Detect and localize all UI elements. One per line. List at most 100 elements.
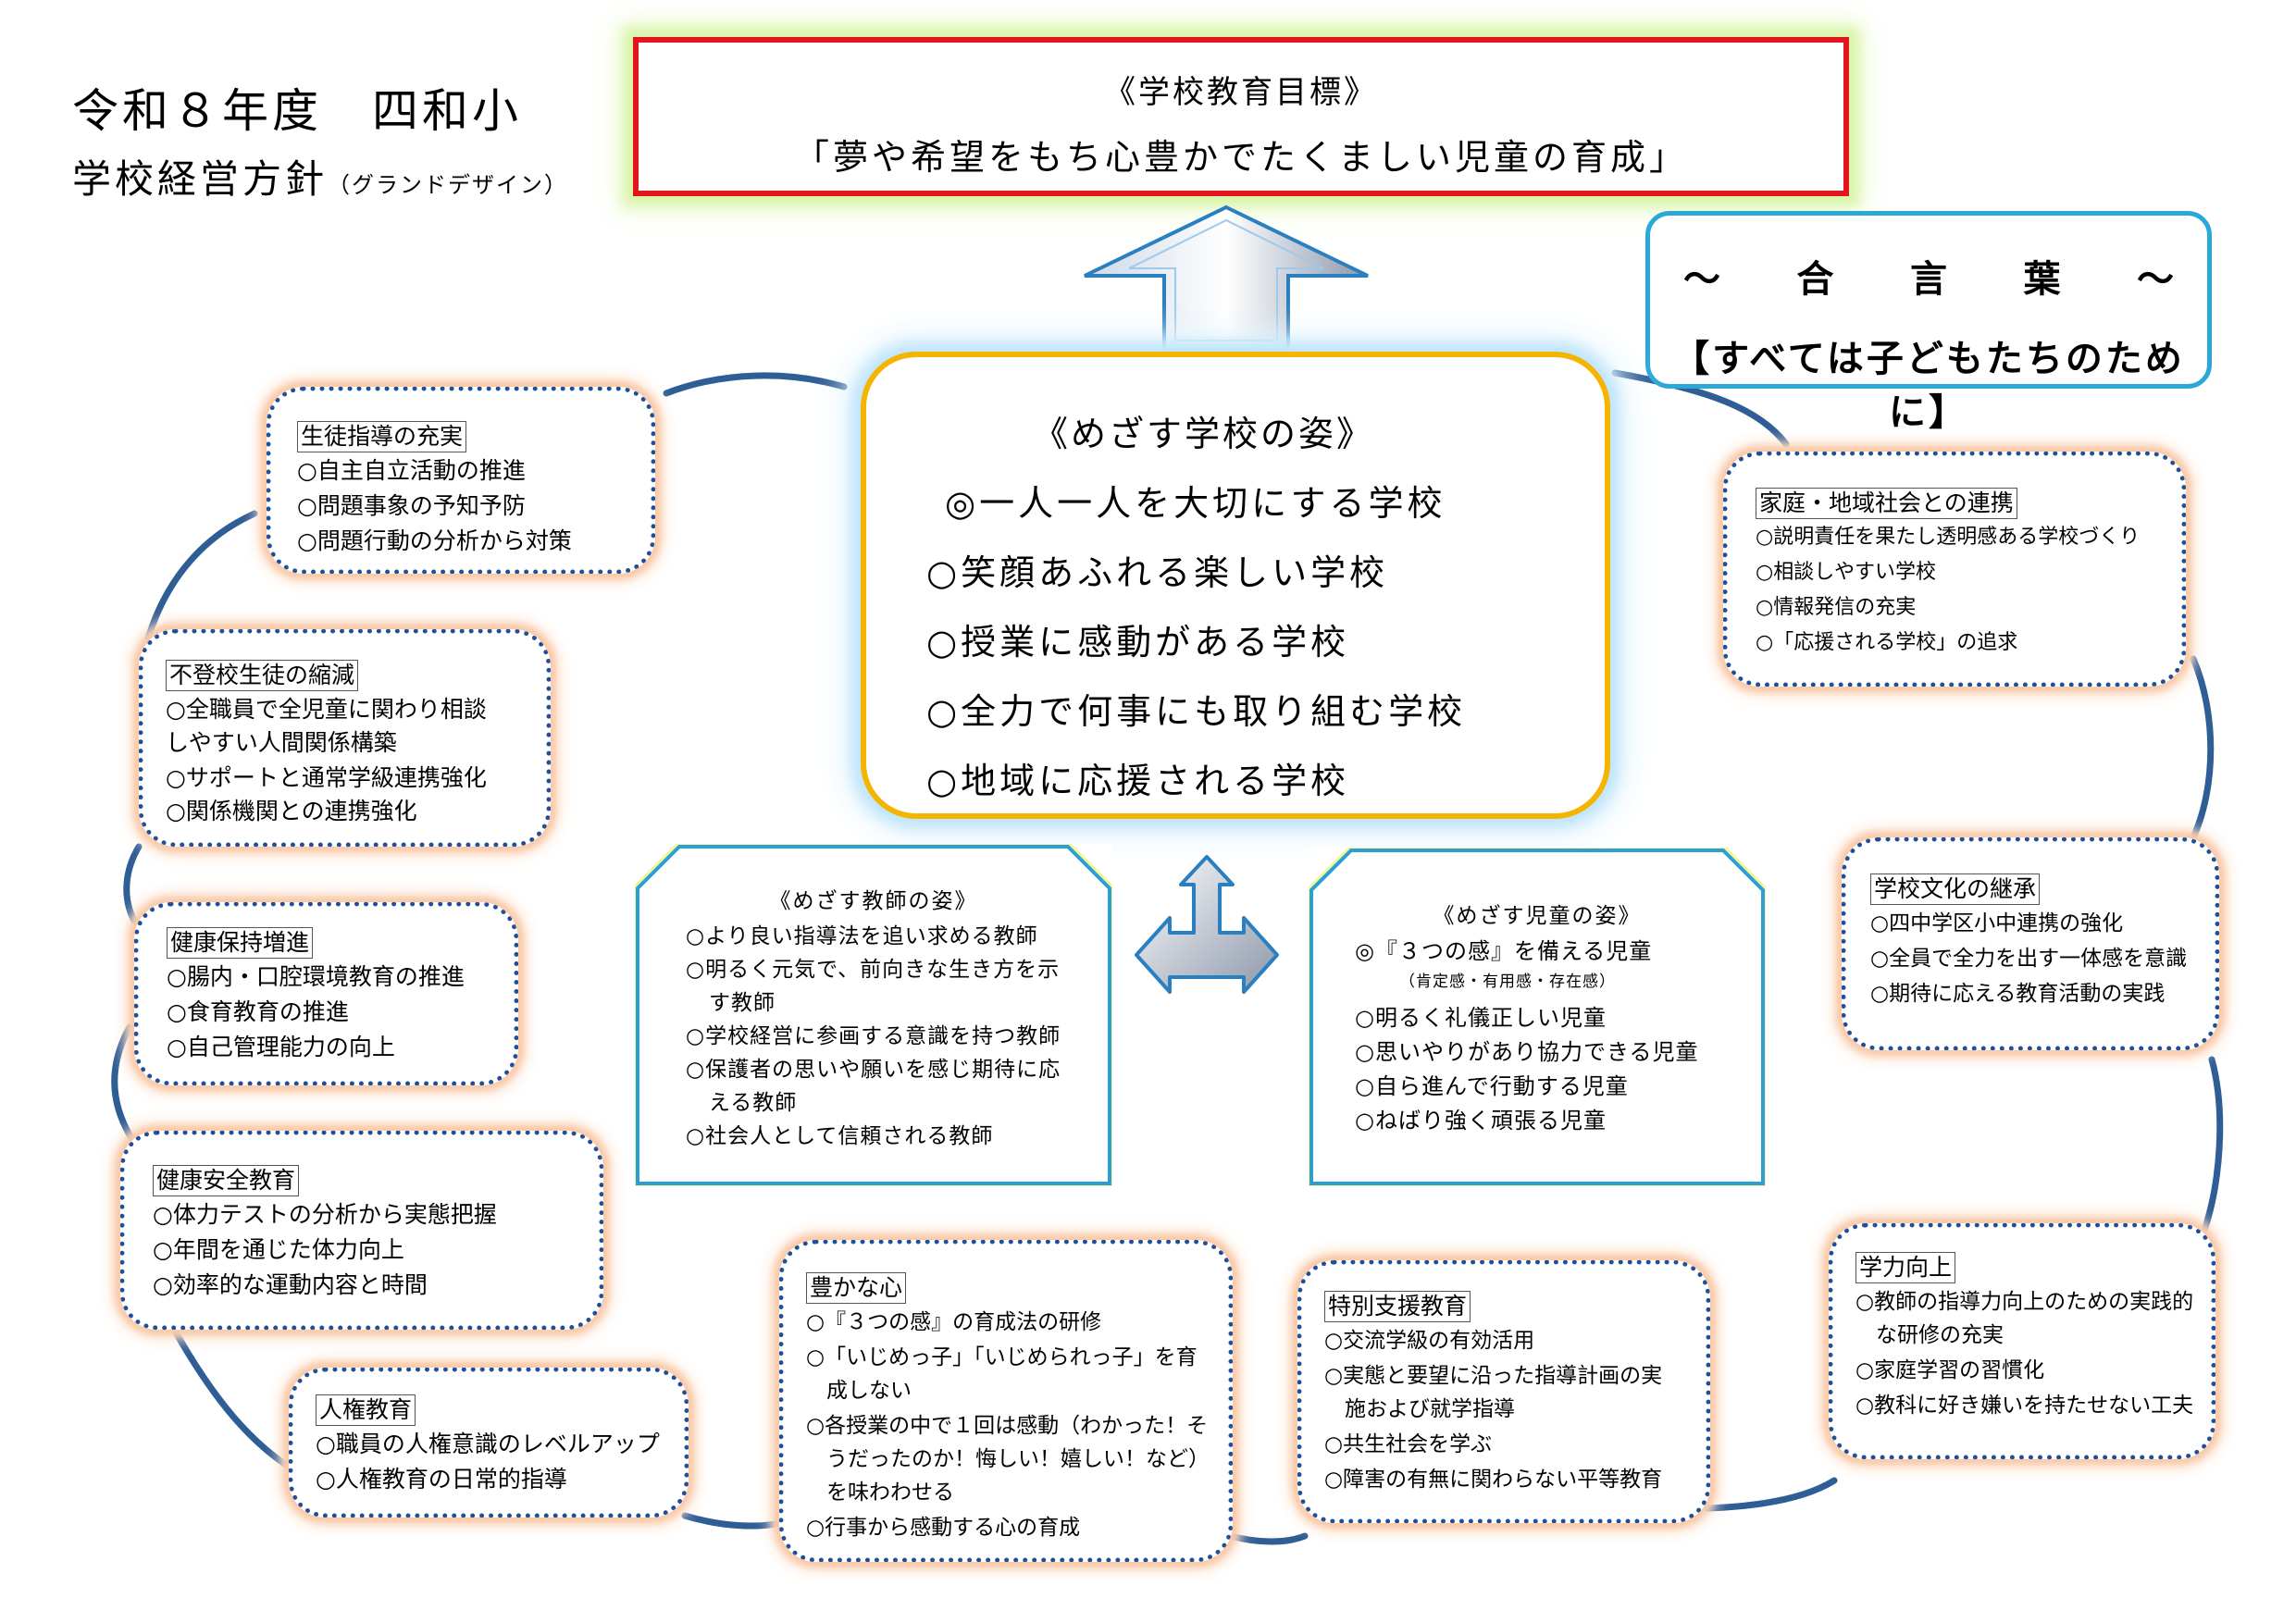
special-support-line: ○実態と要望に沿った指導計画の実 <box>1324 1364 1663 1388</box>
heart-title: 豊かな心 <box>806 1272 907 1304</box>
academic-title: 学力向上 <box>1855 1252 1956 1283</box>
human-rights-line: ○職員の人権意識のレベルアップ <box>316 1431 660 1457</box>
community-line: ○「応援される学校」の追求 <box>1756 631 2018 654</box>
guidance-line: ○自主自立活動の推進 <box>297 457 526 484</box>
academic-box: 学力向上 ○教師の指導力向上のための実践的 な研修の充実 ○家庭学習の習慣化 ○… <box>1829 1223 2215 1459</box>
school-culture-line: ○期待に応える教育活動の実践 <box>1870 982 2166 1006</box>
guidance-box: 生徒指導の充実 ○自主自立活動の推進 ○問題事象の予知予防 ○問題行動の分析から… <box>267 387 655 574</box>
truancy-title: 不登校生徒の縮減 <box>166 660 359 691</box>
teacher-vision-panel: 《めざす教師の姿》 ○より良い指導法を追い求める教師 ○明るく元気で、前向きな生… <box>635 844 1112 1186</box>
arc-safety-rights <box>172 1329 300 1475</box>
school-culture-box: 学校文化の継承 ○四中学区小中連携の強化 ○全員で全力を出す一体感を意識 ○期待… <box>1842 837 2219 1050</box>
truancy-line: ○関係機関との連携強化 <box>166 798 417 824</box>
health-line: ○食育教育の推進 <box>167 998 349 1025</box>
student-vision-line: ◎『３つの感』を備える児童 <box>1355 938 1653 964</box>
safety-line: ○年間を通じた体力向上 <box>153 1236 404 1263</box>
subtitle-main: 学校経営方針 <box>72 156 329 202</box>
safety-box: 健康安全教育 ○体力テストの分析から実態把握 ○年間を通じた体力向上 ○効率的な… <box>120 1131 603 1330</box>
health-box: 健康保持増進 ○腸内・口腔環境教育の推進 ○食育教育の推進 ○自己管理能力の向上 <box>134 902 518 1085</box>
special-support-title: 特別支援教育 <box>1324 1291 1471 1322</box>
motto-heading: ～ 合 言 葉 ～ <box>1650 249 2207 303</box>
student-vision-line: ○思いやりがあり協力できる児童 <box>1355 1039 1699 1065</box>
school-culture-title: 学校文化の継承 <box>1870 873 2041 905</box>
student-vision-panel: 《めざす児童の姿》 ◎『３つの感』を備える児童 （肯定感・有用感・存在感） ○明… <box>1309 848 1766 1186</box>
arc-community-center <box>1611 369 1790 448</box>
heart-line: を味わわせる <box>826 1481 954 1505</box>
page-subtitle: 学校経営方針（グランドデザイン） <box>72 148 568 204</box>
teacher-vision-line: ○社会人として信頼される教師 <box>686 1124 994 1148</box>
student-vision-line: ○明るく礼儀正しい児童 <box>1355 1005 1607 1031</box>
motto-text: 【すべては子どもたちのために】 <box>1672 337 2185 434</box>
arc-heart-special <box>1227 1532 1309 1545</box>
arc-special-academic <box>1704 1477 1838 1512</box>
teacher-vision-line: ○学校経営に参画する意識を持つ教師 <box>686 1024 1061 1048</box>
motto-box: ～ 合 言 葉 ～ 【すべては子どもたちのために】 <box>1645 211 2212 434</box>
teacher-vision-title: 《めざす教師の姿》 <box>769 889 978 913</box>
double-arrow-icon <box>1135 855 1279 994</box>
arc-academic-culture <box>2199 1056 2224 1239</box>
student-panel-frame <box>1309 848 1766 1186</box>
community-line: ○相談しやすい学校 <box>1756 561 1936 584</box>
education-goal-box: 《学校教育目標》 「夢や希望をもち心豊かでたくましい児童の育成」 <box>633 37 1849 196</box>
community-line: ○説明責任を果たし透明感ある学校づくり <box>1756 526 2141 549</box>
health-line: ○自己管理能力の向上 <box>167 1034 395 1060</box>
arc-truancy-health <box>123 843 143 924</box>
teacher-vision-line: す教師 <box>709 991 776 1015</box>
school-culture-line: ○全員で全力を出す一体感を意識 <box>1870 947 2188 971</box>
school-vision-box: 《めざす学校の姿》 ◎一人一人を大切にする学校 ○笑顔あふれる楽しい学校 ○授業… <box>861 352 1610 819</box>
truancy-line: ○サポートと通常学級連携強化 <box>166 764 487 791</box>
health-title: 健康保持増進 <box>167 927 314 959</box>
guidance-line: ○問題事象の予知予防 <box>297 492 526 519</box>
truancy-line: しやすい人間関係構築 <box>166 729 397 756</box>
heart-box: 豊かな心 ○『３つの感』の育成法の研修 ○「いじめっ子」「いじめられっ子」を育 … <box>779 1240 1233 1562</box>
academic-line: な研修の充実 <box>1876 1323 2004 1347</box>
academic-line: ○教科に好き嫌いを持たせない工夫 <box>1855 1394 2194 1418</box>
up-arrow-icon <box>1084 204 1369 353</box>
teacher-vision-line: ○保護者の思いや願いを感じ期待に応 <box>686 1058 1061 1082</box>
guidance-title: 生徒指導の充実 <box>297 421 467 452</box>
health-line: ○腸内・口腔環境教育の推進 <box>167 963 465 990</box>
motto-char: 言 <box>1910 257 1947 301</box>
special-support-box: 特別支援教育 ○交流学級の有効活用 ○実態と要望に沿った指導計画の実 施および就… <box>1297 1260 1710 1523</box>
community-line: ○情報発信の充実 <box>1756 596 1917 619</box>
school-vision-title: 《めざす学校の姿》 <box>1033 414 1375 454</box>
teacher-vision-line: える教師 <box>709 1091 798 1115</box>
school-vision-item: ○全力で何事にも取り組む学校 <box>926 691 1467 732</box>
education-goal-title: 《学校教育目標》 <box>1104 74 1378 111</box>
student-vision-line: ○ねばり強く頑張る児童 <box>1355 1108 1607 1134</box>
human-rights-title: 人権教育 <box>316 1394 416 1426</box>
truancy-line: ○全職員で全児童に関わり相談 <box>166 696 487 723</box>
motto-char: ～ <box>2137 257 2174 301</box>
school-vision-item: ○地域に応援される学校 <box>926 761 1350 801</box>
teacher-vision-line: ○より良い指導法を追い求める教師 <box>686 924 1038 948</box>
heart-line: ○『３つの感』の育成法の研修 <box>806 1310 1102 1334</box>
human-rights-box: 人権教育 ○職員の人権意識のレベルアップ ○人権教育の日常的指導 <box>289 1368 689 1518</box>
special-support-line: 施および就学指導 <box>1345 1397 1515 1421</box>
student-vision-title: 《めざす児童の姿》 <box>1433 904 1642 928</box>
special-support-line: ○共生社会を学ぶ <box>1324 1432 1493 1456</box>
truancy-box: 不登校生徒の縮減 ○全職員で全児童に関わり相談 しやすい人間関係構築 ○サポート… <box>139 629 551 847</box>
school-vision-item: ◎一人一人を大切にする学校 <box>945 483 1446 524</box>
student-vision-line: ○自ら進んで行動する児童 <box>1355 1073 1629 1099</box>
subtitle-note: （グランドデザイン） <box>328 172 569 198</box>
heart-line: ○各授業の中で１回は感動（わかった！そ <box>806 1414 1209 1438</box>
special-support-line: ○障害の有無に関わらない平等教育 <box>1324 1468 1663 1492</box>
academic-line: ○家庭学習の習慣化 <box>1855 1358 2045 1382</box>
heart-line: ○行事から感動する心の育成 <box>806 1516 1081 1540</box>
human-rights-line: ○人権教育の日常的指導 <box>316 1466 567 1493</box>
heart-line: ○「いじめっ子」「いじめられっ子」を育 <box>806 1345 1198 1369</box>
safety-line: ○体力テストの分析から実態把握 <box>153 1201 497 1228</box>
guidance-line: ○問題行動の分析から対策 <box>297 527 572 554</box>
motto-char: 合 <box>1796 257 1834 301</box>
community-title: 家庭・地域社会との連携 <box>1756 488 2017 519</box>
teacher-vision-line: ○明るく元気で、前向きな生き方を示 <box>686 958 1061 982</box>
academic-line: ○教師の指導力向上のための実践的 <box>1855 1290 2194 1314</box>
safety-line: ○効率的な運動内容と時間 <box>153 1271 428 1298</box>
teacher-panel-frame <box>635 844 1112 1186</box>
arc-culture-community <box>2190 655 2215 841</box>
special-support-line: ○交流学級の有効活用 <box>1324 1329 1535 1353</box>
school-culture-line: ○四中学区小中連携の強化 <box>1870 911 2124 935</box>
motto-char: ～ <box>1683 257 1720 301</box>
arc-health-safety <box>111 1023 135 1142</box>
